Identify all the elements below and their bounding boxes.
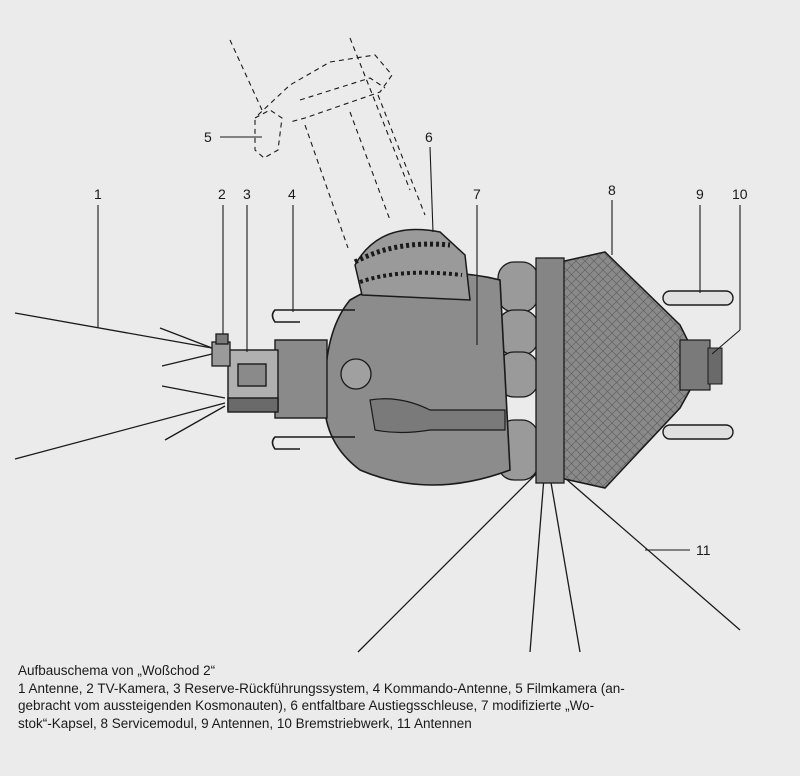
vostok-capsule	[323, 272, 511, 486]
caption-line-3: stok“-Kapsel, 8 Servicemodul, 9 Antennen…	[18, 715, 472, 731]
label-7: 7	[473, 186, 481, 202]
label-3: 3	[243, 186, 251, 202]
label-11: 11	[696, 542, 711, 558]
label-9: 9	[696, 186, 704, 202]
label-6: 6	[425, 129, 433, 145]
label-1: 1	[94, 186, 102, 202]
command-antenna	[271, 309, 355, 450]
reserve-system	[227, 339, 328, 419]
film-camera-arm	[229, 37, 426, 249]
antenna-1-wires	[14, 312, 226, 460]
antenna-11-wires	[357, 464, 741, 653]
figure-caption: Aufbauschema von „Woßchod 2“ 1 Antenne, …	[18, 662, 788, 732]
antenna-9-loops	[662, 290, 734, 440]
tv-camera	[211, 333, 231, 367]
label-2: 2	[218, 186, 226, 202]
label-8: 8	[608, 182, 616, 198]
leader-lines	[97, 136, 741, 551]
spacecraft-diagram: 1 2 3 4 5 6 7 8 9 10 11	[14, 37, 748, 653]
caption-line-1: 1 Antenne, 2 TV-Kamera, 3 Reserve-Rückfü…	[18, 680, 625, 696]
airlock	[353, 228, 471, 301]
label-4: 4	[288, 186, 296, 202]
caption-line-2: gebracht vom aussteigenden Kosmonauten),…	[18, 698, 595, 713]
caption-title: Aufbauschema von „Woßchod 2“	[18, 663, 216, 678]
label-5: 5	[204, 129, 212, 145]
part-labels: 1 2 3 4 5 6 7 8 9 10 11	[94, 129, 748, 558]
service-module	[559, 251, 723, 489]
label-10: 10	[732, 186, 748, 202]
